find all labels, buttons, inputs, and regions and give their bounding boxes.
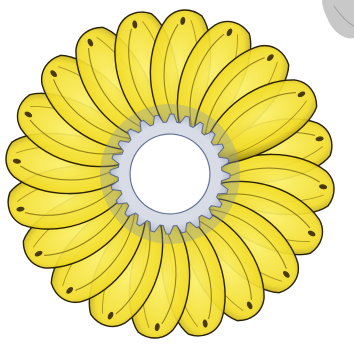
- gear-outline: [109, 113, 231, 235]
- gear-center-hole: [131, 135, 209, 213]
- partial-object-icon: [322, 0, 354, 39]
- gear-ring-icon: [109, 113, 231, 235]
